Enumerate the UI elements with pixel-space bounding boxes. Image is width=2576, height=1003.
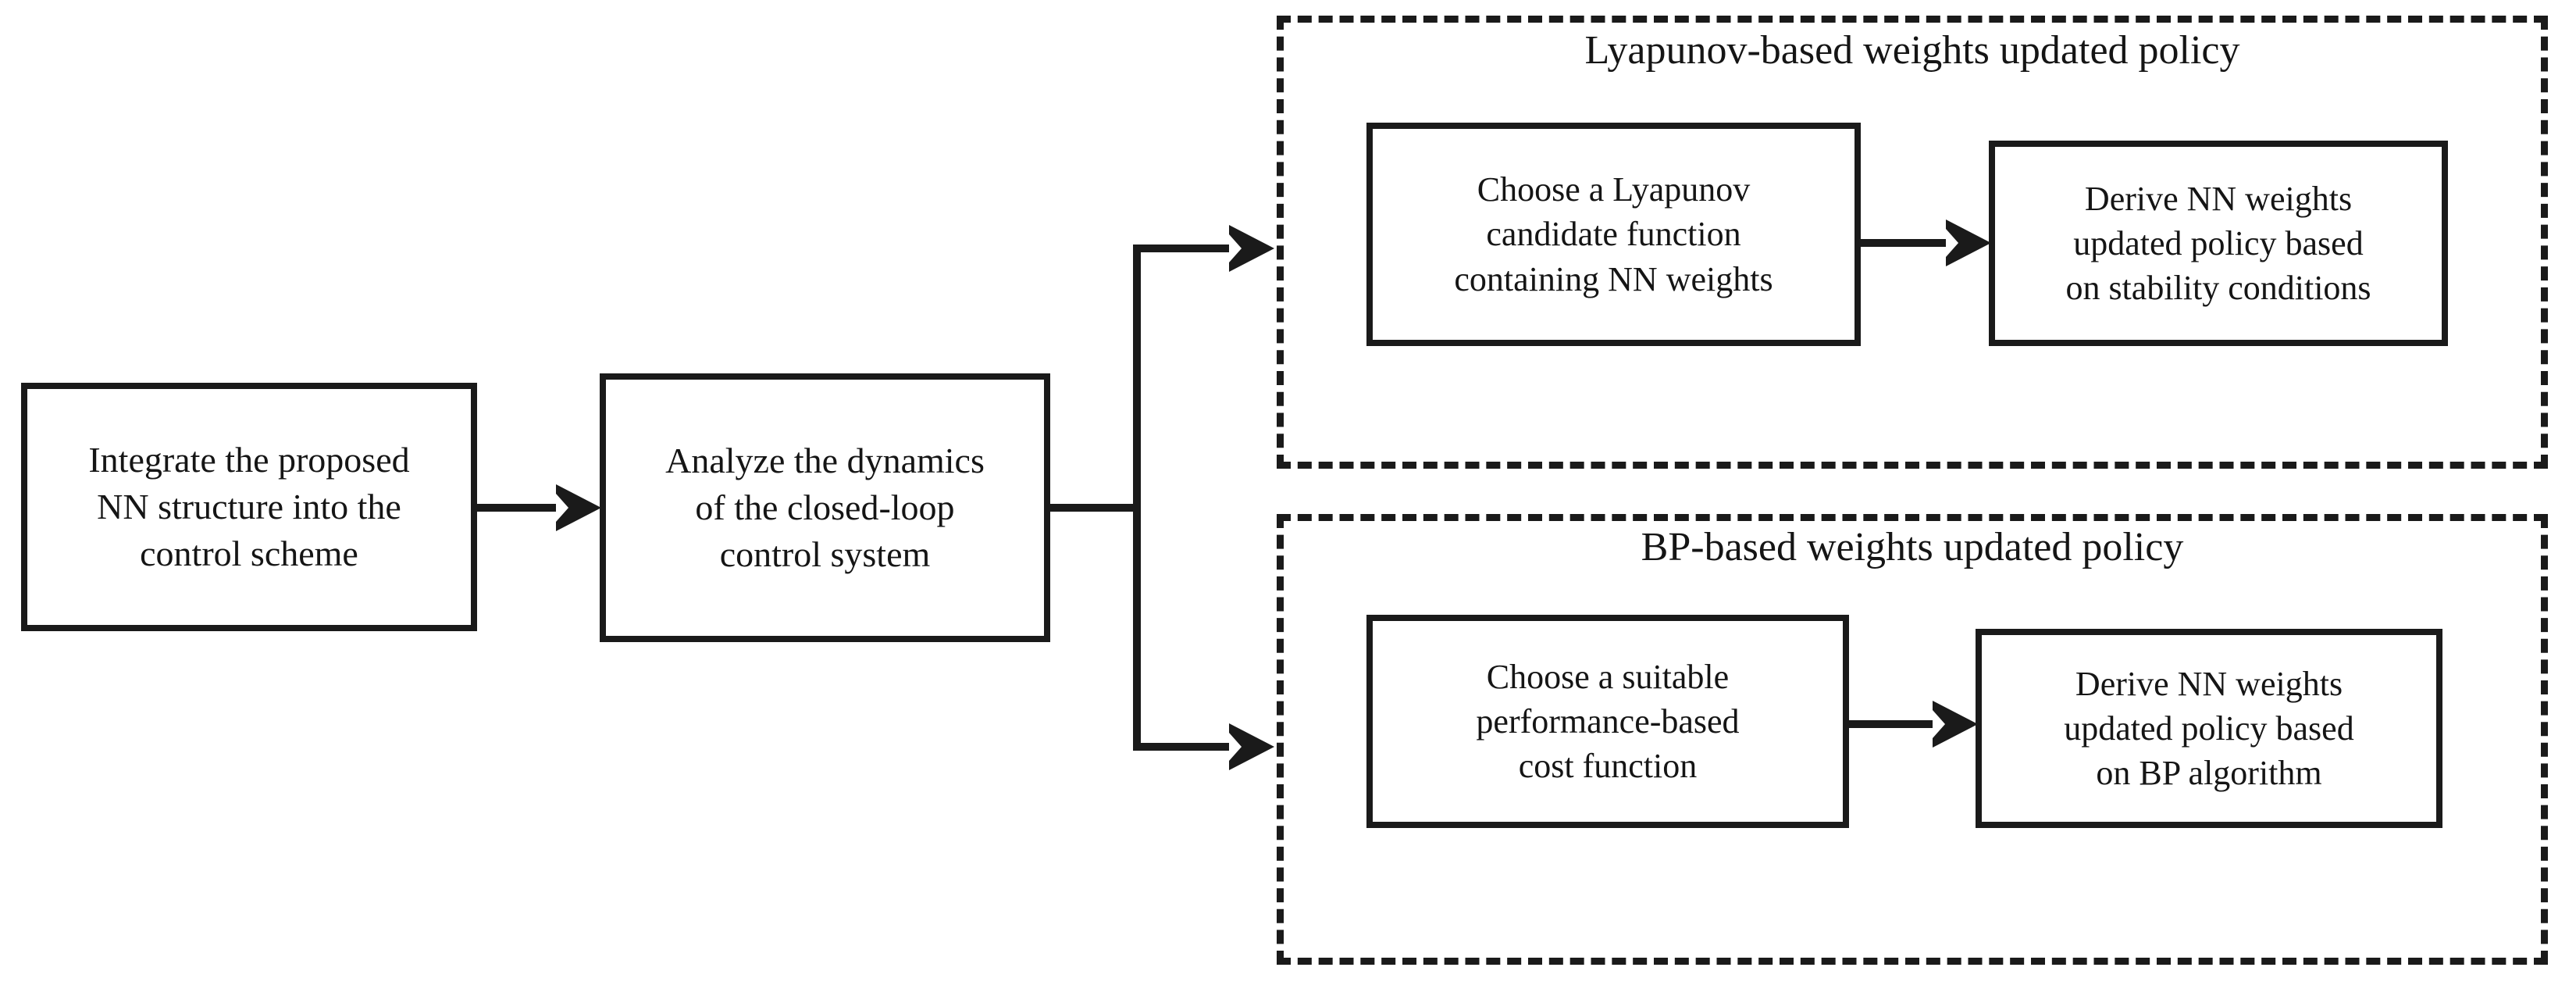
node-integrate-nn-structure[interactable]: Integrate the proposed NN structure into…: [21, 383, 477, 631]
group-title-lyapunov: Lyapunov-based weights updated policy: [1584, 28, 2240, 73]
connector-branch-upper-line: [1133, 245, 1235, 252]
connector-branch-lower-line: [1133, 743, 1235, 751]
arrow-head-icon-integrate-to-analyze: [556, 484, 601, 531]
arrow-head-icon-choose-lyapunov-to-derive: [1946, 220, 1991, 266]
connector-branch-stem: [1050, 504, 1141, 512]
node-derive-weights-bp[interactable]: Derive NN weights updated policy based o…: [1976, 629, 2442, 828]
node-choose-lyapunov-candidate[interactable]: Choose a Lyapunov candidate function con…: [1366, 123, 1861, 346]
arrow-head-icon-choose-cost-to-derive: [1933, 701, 1978, 748]
connector-choose-lyapunov-to-derive-line: [1861, 239, 1951, 247]
node-derive-weights-stability[interactable]: Derive NN weights updated policy based o…: [1989, 141, 2448, 346]
node-analyze-closed-loop-dynamics[interactable]: Analyze the dynamics of the closed-loop …: [600, 373, 1050, 642]
node-choose-cost-function[interactable]: Choose a suitable performance-based cost…: [1366, 615, 1849, 828]
arrow-head-icon-to-bp-group: [1229, 723, 1274, 770]
connector-integrate-to-analyze-line: [477, 504, 563, 512]
group-lyapunov-based-policy: [1277, 16, 2548, 469]
group-title-bp: BP-based weights updated policy: [1641, 525, 2184, 569]
connector-branch-spine: [1133, 248, 1141, 751]
connector-choose-cost-to-derive-line: [1849, 720, 1938, 728]
group-bp-based-policy: [1277, 514, 2548, 965]
arrow-head-icon-to-lyapunov-group: [1229, 225, 1274, 272]
